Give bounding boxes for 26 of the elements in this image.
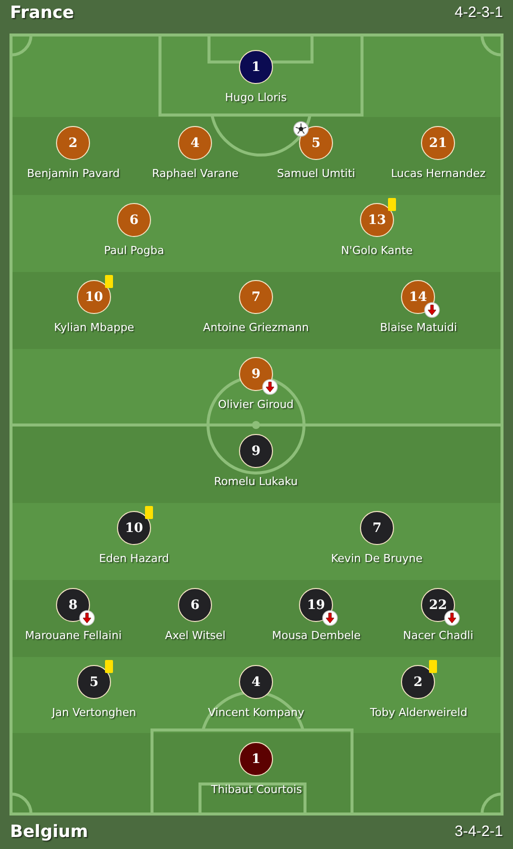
player-name: N'Golo Kante xyxy=(341,244,413,257)
player-name: Samuel Umtiti xyxy=(277,167,356,180)
formation-label: 3-4-2-1 xyxy=(454,822,503,842)
player-name: Nacer Chadli xyxy=(403,629,474,642)
player-name: Marouane Fellaini xyxy=(25,629,122,642)
player-name: Blaise Matuidi xyxy=(380,321,458,334)
player-name: Romelu Lukaku xyxy=(214,475,298,488)
player-name: Olivier Giroud xyxy=(218,398,294,411)
player-name: Lucas Hernandez xyxy=(391,167,486,180)
player-name: Hugo Lloris xyxy=(225,91,287,104)
player-name: Benjamin Pavard xyxy=(27,167,120,180)
player-name: Raphael Varane xyxy=(152,167,239,180)
player-name: Jan Vertonghen xyxy=(52,706,136,719)
player-name: Antoine Griezmann xyxy=(203,321,309,334)
player-name: Kevin De Bruyne xyxy=(331,552,422,565)
player-name: Mousa Dembele xyxy=(272,629,361,642)
player-name: Kylian Mbappe xyxy=(54,321,134,334)
team-name: France xyxy=(10,3,74,23)
player-name: Eden Hazard xyxy=(99,552,170,565)
player-name: Thibaut Courtois xyxy=(211,783,302,796)
formation-label: 4-2-3-1 xyxy=(454,3,503,23)
player-name: Vincent Kompany xyxy=(208,706,304,719)
team-name: Belgium xyxy=(10,822,88,842)
player-name: Axel Witsel xyxy=(165,629,226,642)
player-name: Toby Alderweireld xyxy=(370,706,468,719)
player-name: Paul Pogba xyxy=(104,244,164,257)
